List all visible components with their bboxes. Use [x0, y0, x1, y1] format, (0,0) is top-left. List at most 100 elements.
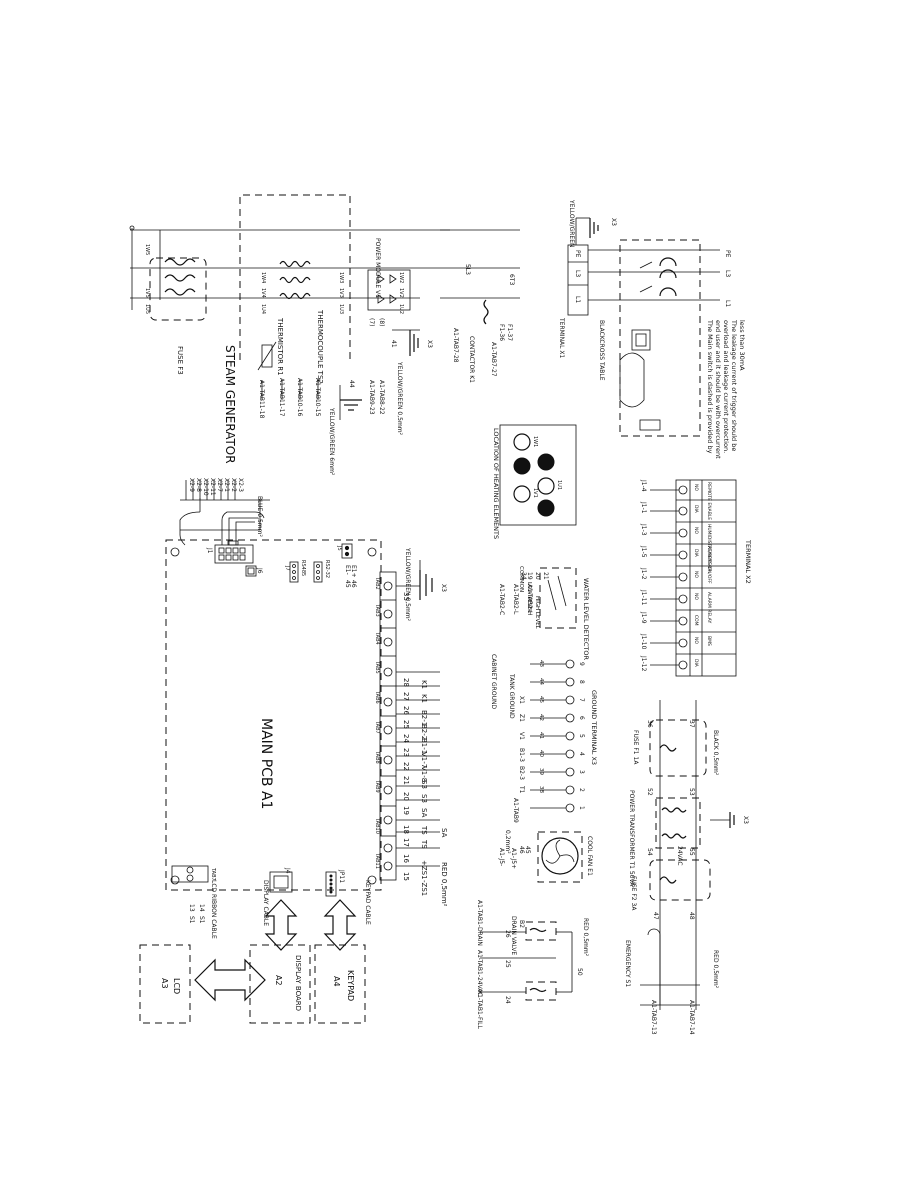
heating-elements: LOCATION OF HEATING ELEMENTS 1W1 1V1 1U1 — [492, 424, 577, 539]
wld-num: 34 — [520, 572, 527, 580]
block-label: LCD — [172, 978, 181, 994]
x3-row: CABINET GROUND — [490, 654, 497, 709]
x3-wire-num: 42 — [538, 714, 544, 721]
block-ref: A3 — [160, 978, 169, 989]
dv-num: 50 — [576, 968, 583, 976]
keypad-cable-arrow: KEYPAD CABLE — [323, 880, 371, 951]
pcb-ground: YELLOW/GREEN 0,5mm² X3 — [404, 547, 447, 622]
fuse-f1: FUSE F1 1A BLACK 0,5mm² — [632, 719, 719, 777]
heating-label: 1W1 — [532, 436, 538, 447]
dv-wire: A1-TAB1-DRAIN — [476, 900, 483, 946]
wire-number: 17 — [402, 838, 410, 847]
x3-num: 1 — [578, 806, 585, 810]
contactor-wire: A1-TAB7-27 — [490, 342, 497, 377]
wire-label: K1 — [420, 680, 428, 689]
main-pcb: MAIN PCB A1 — [165, 539, 382, 891]
lcd-block: A3 LCD — [139, 944, 191, 1024]
wld-line: A1-TAB2-L — [512, 584, 519, 615]
wire-label: +ZS1 — [420, 860, 428, 880]
dv-title: DRAIN VALVE — [510, 916, 517, 955]
x3-num: 6 — [578, 716, 585, 720]
connector-label: J5 — [336, 545, 342, 551]
x3-row: T1 — [518, 785, 525, 794]
fuse-f3-label: FUSE F3 — [176, 346, 184, 375]
emergency-switch: EMERGENCY S1 A1-TAB7-13 A1-TAB7-14 RED 0… — [624, 912, 719, 1035]
tab-label: TAB5 — [374, 660, 380, 674]
connector-label: J7 — [284, 565, 290, 571]
x1-label: TERMINAL X1 — [558, 317, 565, 359]
ab-wire: A1-TAB8-22 — [378, 380, 385, 415]
e-label: E1- — [344, 565, 351, 575]
dv-wire: A1-TAB1-24VAC — [476, 950, 483, 996]
yg-wire-label: YELLOW/GREEN 0,5mm² — [404, 547, 411, 622]
blackcross-label: BLACKCROSS TABLE — [598, 320, 605, 381]
x3-wire-num: 39 — [538, 768, 544, 775]
tab-label: TAB2 — [374, 576, 380, 590]
wire-label: K1 — [420, 694, 428, 703]
coil-label: 1U2 — [398, 304, 404, 314]
wire-label: S3 — [420, 780, 428, 789]
j1-connector: J1 J6 — [206, 511, 265, 577]
steam-gen-title: STEAM GENERATOR — [223, 345, 237, 464]
x1-pin: L3 — [574, 270, 581, 277]
x2-wire-labels: X2-9 X2-8 X2-10 X2-11 X2-7 X2-1 X2-2 X2-… — [188, 478, 244, 496]
dv-red: RED 0,5mm² — [582, 918, 589, 957]
note-block: The Main switch is dashed is provided by… — [706, 319, 746, 459]
rs485-label: RS485 — [300, 560, 306, 576]
wld-level: HIGH LEVEL — [534, 596, 540, 630]
block-label: KEYPAD — [346, 970, 355, 1001]
wire-label: -ZS1 — [420, 880, 428, 896]
pcb-tab-row: TAB11 TAB10 TAB9 TAB8 TAB7 TAB6 TAB5 TAB… — [374, 571, 397, 881]
mains-label: L1 — [724, 300, 731, 307]
water-level-detector: WATER LEVEL DETECTOR A1-TAB2-C A1-TAB2-L… — [498, 566, 590, 660]
tab-wire-labels: -ZS1 +ZS1 TS TS SA S3 S3 V1-8 V1-7 B1-1 … — [420, 680, 428, 896]
fuse-f2: FUSE F2 3A — [630, 859, 711, 911]
drain-valve: DRAIN VALVE B2 A1-TAB1-DRAIN A1-TAB1-24V… — [476, 900, 589, 1030]
x2-wire: X2-3 — [237, 478, 244, 492]
emergency-label: EMERGENCY S1 — [624, 940, 631, 987]
coil-label: 1V3 — [338, 288, 344, 298]
x3-row: V1 — [518, 732, 525, 740]
e-label: E1+ — [350, 565, 357, 578]
connector-label: JP11 — [338, 869, 345, 883]
thermistor-label: THERMISTOR R1 — [276, 317, 284, 376]
dv-wire: A1-TAB1-FILL — [476, 990, 483, 1030]
x2-wire: X2-2 — [230, 478, 237, 492]
x3-row: A1-TAB9 — [512, 798, 519, 823]
emergency-num: 48 — [688, 912, 695, 920]
contactor-wire: 6T3 — [508, 274, 515, 285]
fan-gauge: 0,2mm² — [504, 830, 511, 854]
steam-generator: STEAM GENERATOR FUSE F3 THERMISTOR R1 TH… — [129, 194, 450, 476]
x3-wire-num: 45 — [538, 696, 544, 703]
coil-label: 1W5 — [144, 244, 150, 255]
s1-num: 13 — [188, 904, 195, 912]
wire-number: 24 — [402, 734, 410, 743]
x2-top: J1-2 — [640, 567, 647, 580]
black-wire-label: BLACK 0,5mm² — [712, 730, 719, 776]
wire-number: 28 — [402, 678, 410, 687]
block-label: DISPLAY BOARD — [294, 955, 302, 1011]
note-line: end user and it should be with overcurre… — [714, 320, 722, 459]
x2-wire: X2-9 — [188, 478, 195, 492]
s1-num: 14 — [198, 904, 205, 912]
x2-header: NO — [693, 527, 699, 534]
wire-number: 27 — [402, 692, 410, 701]
x2-wire: X2-1 — [223, 478, 230, 492]
transformer-num: 53 — [688, 788, 695, 796]
contactor-wire: F1-36 — [498, 324, 505, 341]
note-line: overload and leakage current protection. — [722, 320, 730, 453]
x3-num: 4 — [578, 752, 585, 756]
dv-num: 26 — [504, 930, 511, 938]
x3-label: X3 — [440, 584, 447, 592]
wire-number: 23 — [402, 748, 410, 757]
keypad-block: A4 KEYPAD — [314, 944, 366, 1024]
x2-header: NO — [693, 593, 699, 600]
wire-label: B2-2 — [420, 724, 428, 740]
x3-num: 3 — [578, 770, 585, 774]
x2-top: J1-4 — [640, 479, 647, 492]
tab-label: TAB8 — [374, 750, 380, 764]
fuse-f1-label: FUSE F1 1A — [632, 730, 639, 765]
display-cable-arrow: DISPLAY CABLE — [262, 880, 298, 951]
contactor-label: CONTACTOR K1 — [468, 336, 475, 383]
